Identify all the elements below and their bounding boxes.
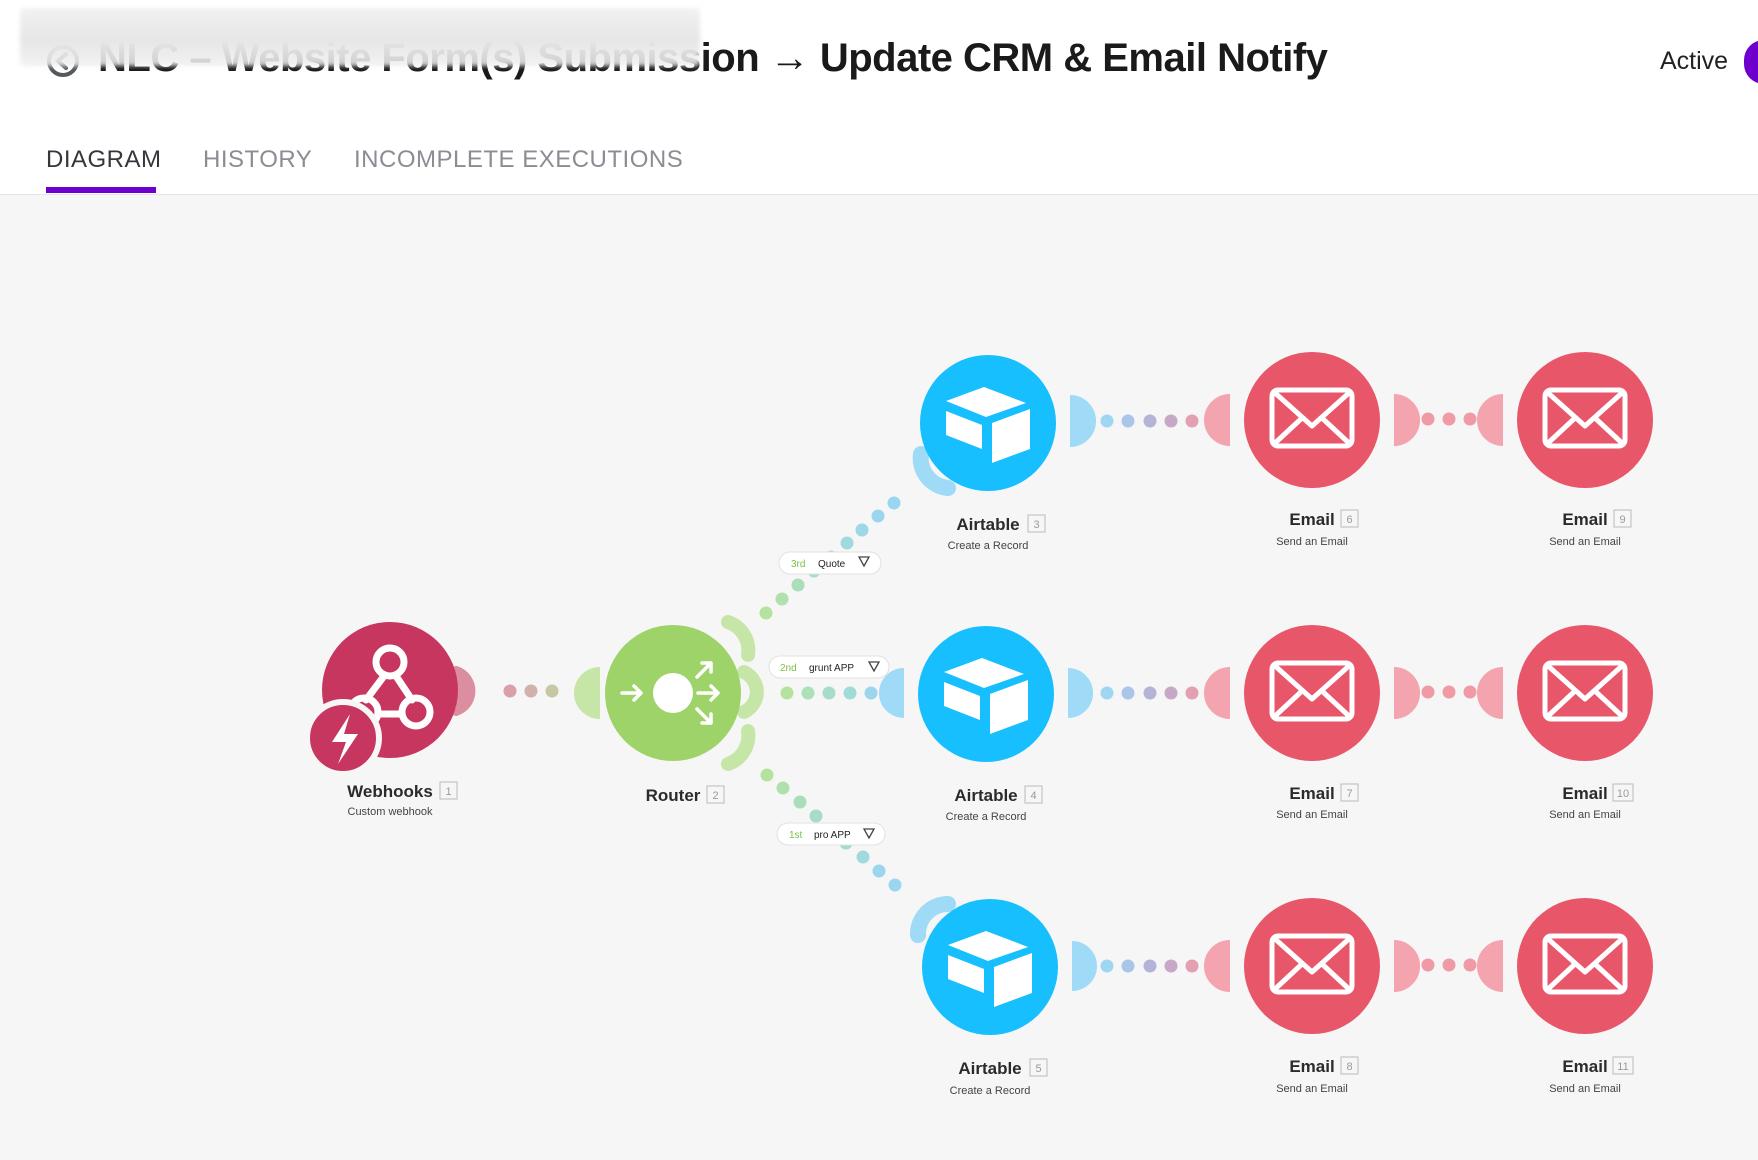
router-icon: [620, 661, 720, 725]
module-name: Email: [1562, 510, 1607, 529]
status-label: Active: [1660, 47, 1729, 75]
module-airtable-3[interactable]: Airtable 3 Create a Record: [912, 355, 1096, 552]
filter-label: Quote: [818, 559, 846, 570]
filter-quote[interactable]: 3rd Quote: [778, 551, 882, 575]
module-email-7[interactable]: Email 7 Send an Email: [1204, 625, 1420, 821]
module-subtitle: Send an Email: [1549, 809, 1621, 821]
filter-pro-app[interactable]: 1st pro APP: [776, 822, 886, 846]
module-email-8[interactable]: Email 8 Send an Email: [1204, 898, 1420, 1095]
module-email-6[interactable]: Email 6 Send an Email: [1204, 352, 1420, 548]
module-name: Email: [1289, 784, 1334, 803]
module-email-10[interactable]: Email 10 Send an Email: [1477, 625, 1653, 821]
module-webhooks[interactable]: Webhooks 1 Custom webhook: [304, 622, 476, 818]
filter-grunt-app[interactable]: 2nd grunt APP: [768, 655, 890, 679]
module-id: 5: [1035, 1063, 1041, 1075]
module-name: Email: [1562, 1057, 1607, 1076]
filter-icon: [857, 556, 871, 568]
filter-icon: [862, 828, 876, 840]
tab-incomplete-executions[interactable]: INCOMPLETE EXECUTIONS: [354, 146, 684, 173]
active-tab-indicator: [46, 187, 156, 193]
module-name: Webhooks: [347, 782, 433, 801]
filter-label: pro APP: [814, 830, 851, 841]
module-name: Airtable: [956, 515, 1019, 534]
filter-icon: [867, 661, 881, 673]
module-id: 10: [1617, 788, 1629, 800]
module-id: 7: [1346, 788, 1352, 800]
module-name: Router: [646, 786, 701, 805]
filter-label: grunt APP: [809, 663, 854, 674]
module-id: 3: [1033, 519, 1039, 531]
module-name: Email: [1289, 510, 1334, 529]
module-id: 9: [1619, 514, 1625, 526]
module-id: 8: [1346, 1061, 1352, 1073]
module-name: Airtable: [954, 786, 1017, 805]
module-subtitle: Create a Record: [950, 1085, 1031, 1097]
module-id: 2: [712, 790, 718, 802]
module-subtitle: Send an Email: [1549, 1083, 1621, 1095]
active-toggle[interactable]: [1744, 40, 1758, 84]
module-id: 1: [445, 786, 451, 798]
module-id: 6: [1346, 514, 1352, 526]
redaction-blur: [20, 8, 700, 66]
module-name: Email: [1562, 784, 1607, 803]
lightning-icon: [332, 714, 358, 764]
module-id: 11: [1617, 1061, 1628, 1073]
module-subtitle: Send an Email: [1276, 536, 1348, 548]
scenario-header: NLC – Website Form(s) Submission → Updat…: [0, 0, 1758, 195]
filter-order: 2nd: [780, 663, 797, 674]
module-id: 4: [1030, 790, 1036, 802]
module-airtable-4[interactable]: Airtable 4 Create a Record: [879, 626, 1093, 823]
module-subtitle: Send an Email: [1549, 536, 1621, 548]
module-subtitle: Create a Record: [948, 540, 1029, 552]
filter-order: 3rd: [791, 559, 805, 570]
module-subtitle: Send an Email: [1276, 1083, 1348, 1095]
module-subtitle: Send an Email: [1276, 809, 1348, 821]
module-email-9[interactable]: Email 9 Send an Email: [1477, 352, 1653, 548]
tab-diagram[interactable]: DIAGRAM: [46, 146, 162, 173]
tab-history[interactable]: HISTORY: [203, 146, 313, 173]
module-name: Email: [1289, 1057, 1334, 1076]
filter-order: 1st: [789, 830, 803, 841]
module-airtable-5[interactable]: Airtable 5 Create a Record: [910, 896, 1097, 1097]
module-subtitle: Create a Record: [946, 811, 1027, 823]
module-name: Airtable: [958, 1059, 1021, 1078]
module-router[interactable]: Router 2: [574, 615, 764, 805]
module-email-11[interactable]: Email 11 Send an Email: [1477, 898, 1653, 1095]
module-subtitle: Custom webhook: [348, 806, 433, 818]
